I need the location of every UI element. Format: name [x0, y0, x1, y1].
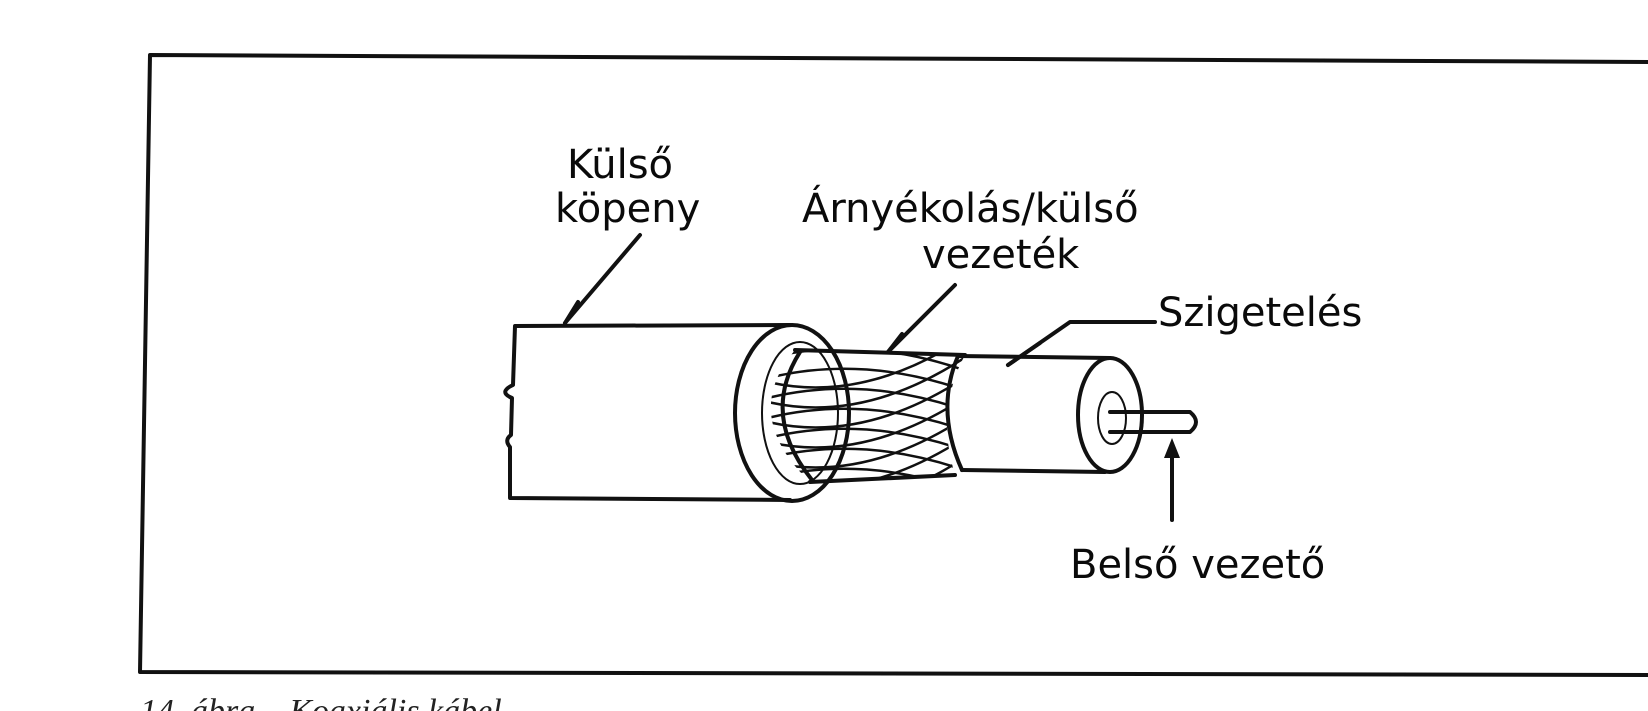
- label-insulation: Szigetelés: [1158, 290, 1362, 336]
- label-shield-line2: vezeték: [922, 232, 1080, 278]
- label-inner-conductor: Belső vezető: [1070, 542, 1325, 588]
- figure-frame: [138, 53, 1648, 677]
- outer-jacket: [503, 323, 851, 503]
- label-outer-jacket-line1: Külső: [567, 142, 673, 188]
- label-outer-jacket-line2: köpeny: [555, 186, 700, 232]
- inner-conductor: [1108, 410, 1198, 434]
- leader-lines: [563, 233, 1180, 522]
- insulation-cylinder: [945, 354, 1144, 474]
- label-shield-line1: Árnyékolás/külső: [802, 184, 1139, 232]
- leader-outer-jacket: [563, 233, 642, 325]
- arrowhead-icon: [1164, 438, 1180, 458]
- braided-shield: [770, 348, 967, 484]
- figure-caption: 14. ábra – Koaxiális kábel: [140, 693, 502, 711]
